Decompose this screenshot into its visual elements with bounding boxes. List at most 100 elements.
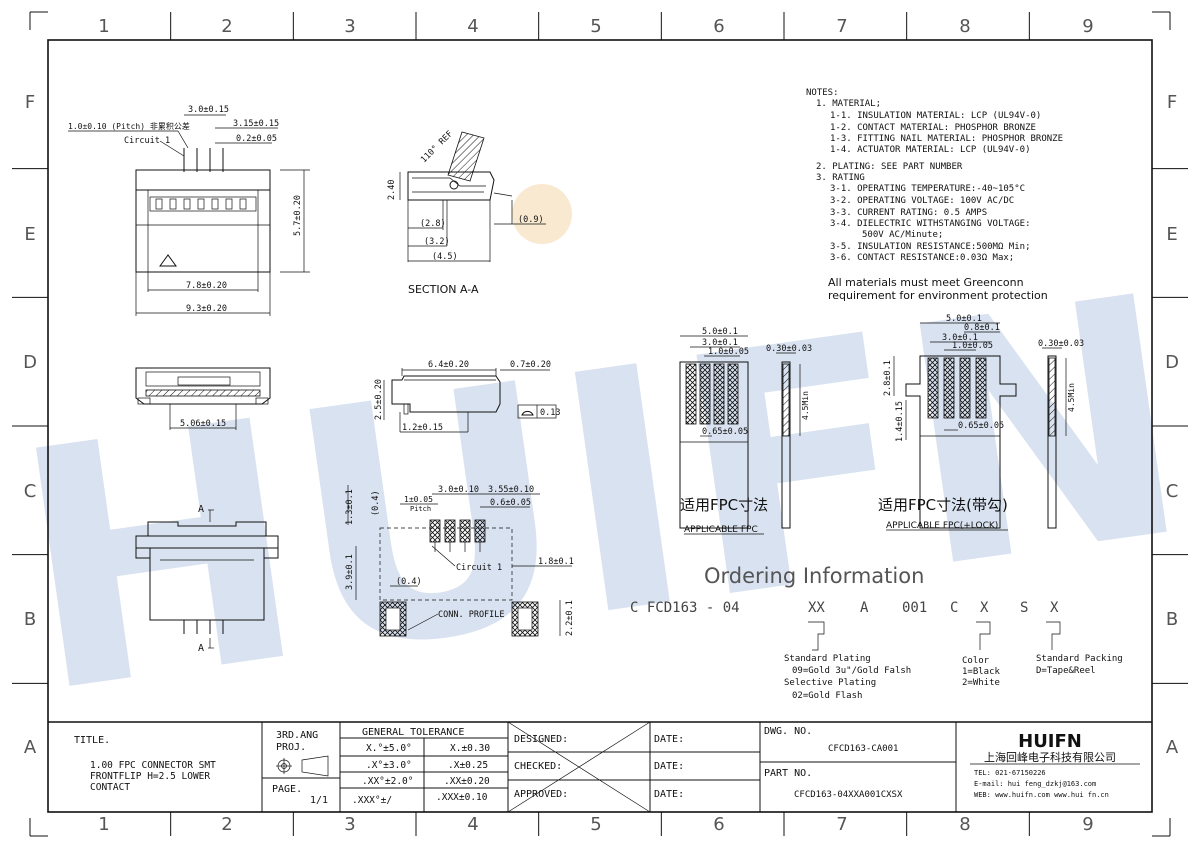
col-label: 9 xyxy=(1082,814,1093,835)
pcb-pad xyxy=(459,519,471,543)
grid-labels: 1 2 3 4 5 6 7 8 9 1 2 3 4 5 6 7 8 9 F E … xyxy=(23,16,1179,835)
note-line: 500V AC/Minute; xyxy=(862,230,943,240)
row-label: D xyxy=(1165,352,1179,373)
dim-1-2: 1.2±0.15 xyxy=(402,423,443,433)
col-label: 1 xyxy=(98,16,109,37)
circuit1-label: Circuit 1 xyxy=(124,136,170,146)
color-line: 1=Black xyxy=(962,667,1001,677)
note-line: 2. PLATING: SEE PART NUMBER xyxy=(816,162,963,172)
tol-linear: .XXX±0.10 xyxy=(436,792,488,803)
col-label: 5 xyxy=(590,16,601,37)
note-line: 3-3. CURRENT RATING: 0.5 AMPS xyxy=(830,208,987,218)
tol-angle: .XX°±2.0° xyxy=(362,776,413,787)
title-block: TITLE. 1.00 FPC CONNECTOR SMT FRONTFLIP … xyxy=(48,721,1152,813)
pcb-dim-0-4b: (0.4) xyxy=(396,577,422,587)
pcb-pitch: 1±0.05 xyxy=(404,495,433,504)
plating-line: 02=Gold Flash xyxy=(792,691,862,701)
note-line: 3-5. INSULATION RESISTANCE:500MΩ Min; xyxy=(830,242,1030,252)
pcb-dim-3-55: 3.55±0.10 xyxy=(488,485,534,495)
flatness-icon xyxy=(521,410,534,416)
fpc2-dim-1-0: 1.0±0.05 xyxy=(952,341,993,351)
dim-0-2: 0.2±0.05 xyxy=(236,134,277,144)
dim-angle: 110° REF xyxy=(419,129,455,165)
fpc2-title-cn: 适用FPC寸法(带勾) xyxy=(878,496,1008,514)
row-label: A xyxy=(24,737,37,758)
dim-3-15: 3.15±0.15 xyxy=(233,119,279,129)
ordering-title: Ordering Information xyxy=(704,564,924,588)
section-aa-view: 110° REF 2.40 (2.8) (3.2) (4.5) (0.9) SE… xyxy=(387,129,546,296)
part-label: PART NO. xyxy=(764,768,812,779)
note-line: 1-2. CONTACT MATERIAL: PHOSPHOR BRONZE xyxy=(830,123,1036,133)
tol-linear: .XX±0.20 xyxy=(444,776,490,787)
fpc2-dim-2-8: 2.8±0.1 xyxy=(883,360,893,396)
fpc-dim-1-0: 1.0±0.05 xyxy=(708,347,749,357)
row-label: F xyxy=(1167,92,1177,113)
date-label: DATE: xyxy=(654,734,684,745)
code-part: C FCD163 - 04 xyxy=(630,600,740,616)
notes-heading: NOTES: xyxy=(806,88,839,98)
title-line: FRONTFLIP H=2.5 LOWER xyxy=(90,771,210,782)
fpc2-dim-3-0: 3.0±0.1 xyxy=(942,333,978,343)
pcb-dim-2-2: 2.2±0.1 xyxy=(565,600,575,636)
ordering-information: Ordering Information C FCD163 - 04 XX A … xyxy=(630,564,1123,701)
pcb-layout-view: 1.3±0.1 (0.4) 1±0.05 Pitch 3.0±0.10 3.55… xyxy=(345,485,575,637)
dim-3-2: (3.2) xyxy=(424,237,450,247)
note-line: 3-2. OPERATING VOLTAGE: 100V AC/DC xyxy=(830,196,1014,206)
col-label: 6 xyxy=(713,16,724,37)
pcb-profile: CONN. PROFILE xyxy=(438,610,505,620)
col-label: 2 xyxy=(221,16,232,37)
tol-angle: .XXX°±/ xyxy=(352,795,392,806)
fpc-dim-0-30: 0.30±0.03 xyxy=(766,344,812,354)
col-label: 4 xyxy=(467,16,478,37)
part-number: CFCD163-04XXA001CXSX xyxy=(794,790,903,800)
top-view: 1.0±0.10 (Pitch) 非累积公差 3.0±0.15 3.15±0.1… xyxy=(68,105,310,316)
section-a-top: A xyxy=(198,504,204,515)
note-line: 3-4. DIELECTRIC WITHSTANGING VOLTAGE: xyxy=(830,219,1030,229)
checked-label: CHECKED: xyxy=(514,761,562,772)
projection-symbol-icon xyxy=(276,755,329,777)
col-label: 9 xyxy=(1082,16,1093,37)
fpc-title-cn: 适用FPC寸法 xyxy=(680,496,768,514)
col-label: 3 xyxy=(344,814,355,835)
row-label: C xyxy=(1166,481,1179,502)
dim-3-0: 3.0±0.15 xyxy=(188,105,229,115)
plating-line: Selective Plating xyxy=(784,678,876,688)
designed-label: DESIGNED: xyxy=(514,734,568,745)
col-label: 3 xyxy=(344,16,355,37)
proj-line: 3RD.ANG xyxy=(276,730,318,741)
tol-angle: X.°±5.0° xyxy=(366,743,412,754)
dwg-number: CFCD163-CA001 xyxy=(828,744,898,754)
note-line: 3-6. CONTACT RESISTANCE:0.03Ω Max; xyxy=(830,253,1014,263)
fpc2-dim-0-65: 0.65±0.05 xyxy=(958,421,1004,431)
actuator-section xyxy=(447,131,485,182)
company-logo: HUIFN xyxy=(1018,731,1082,752)
flatness-value: 0.13 xyxy=(540,408,560,418)
pcb-pitch-word: Pitch xyxy=(410,505,431,513)
col-label: 2 xyxy=(221,814,232,835)
row-label: A xyxy=(1166,737,1179,758)
fpc2-dim-4-5: 4.5Min xyxy=(1067,383,1076,412)
code-part: XX xyxy=(808,600,825,616)
pcb-dim-0-6: 0.6±0.05 xyxy=(490,498,531,508)
dim-6-4: 6.4±0.20 xyxy=(428,360,469,370)
row-label: B xyxy=(1166,609,1178,630)
greenconn-line-1: All materials must meet Greenconn xyxy=(828,276,1024,289)
pcb-dim-3-9: 3.9±0.1 xyxy=(345,554,355,590)
proj-line: PROJ. xyxy=(276,742,306,753)
dim-2-8: (2.8) xyxy=(420,219,446,229)
row-label: C xyxy=(24,481,37,502)
col-label: 8 xyxy=(959,814,970,835)
tol-linear: X.±0.30 xyxy=(450,743,490,754)
watermark-text: HUIFN xyxy=(0,224,1200,767)
dim-4-5: (4.5) xyxy=(432,252,458,262)
fpc-dim-0-65: 0.65±0.05 xyxy=(702,427,748,437)
company-name: 上海回峰电子科技有限公司 xyxy=(984,750,1116,764)
date-label: DATE: xyxy=(654,761,684,772)
pcb-circuit1: Circuit 1 xyxy=(456,563,502,573)
code-part: C xyxy=(950,600,958,616)
title-line: CONTACT xyxy=(90,782,130,793)
title-line: 1.00 FPC CONNECTOR SMT xyxy=(90,760,216,771)
color-line: 2=White xyxy=(962,678,1000,688)
front-view: 5.06±0.15 xyxy=(135,367,271,430)
code-part: X xyxy=(980,600,989,616)
